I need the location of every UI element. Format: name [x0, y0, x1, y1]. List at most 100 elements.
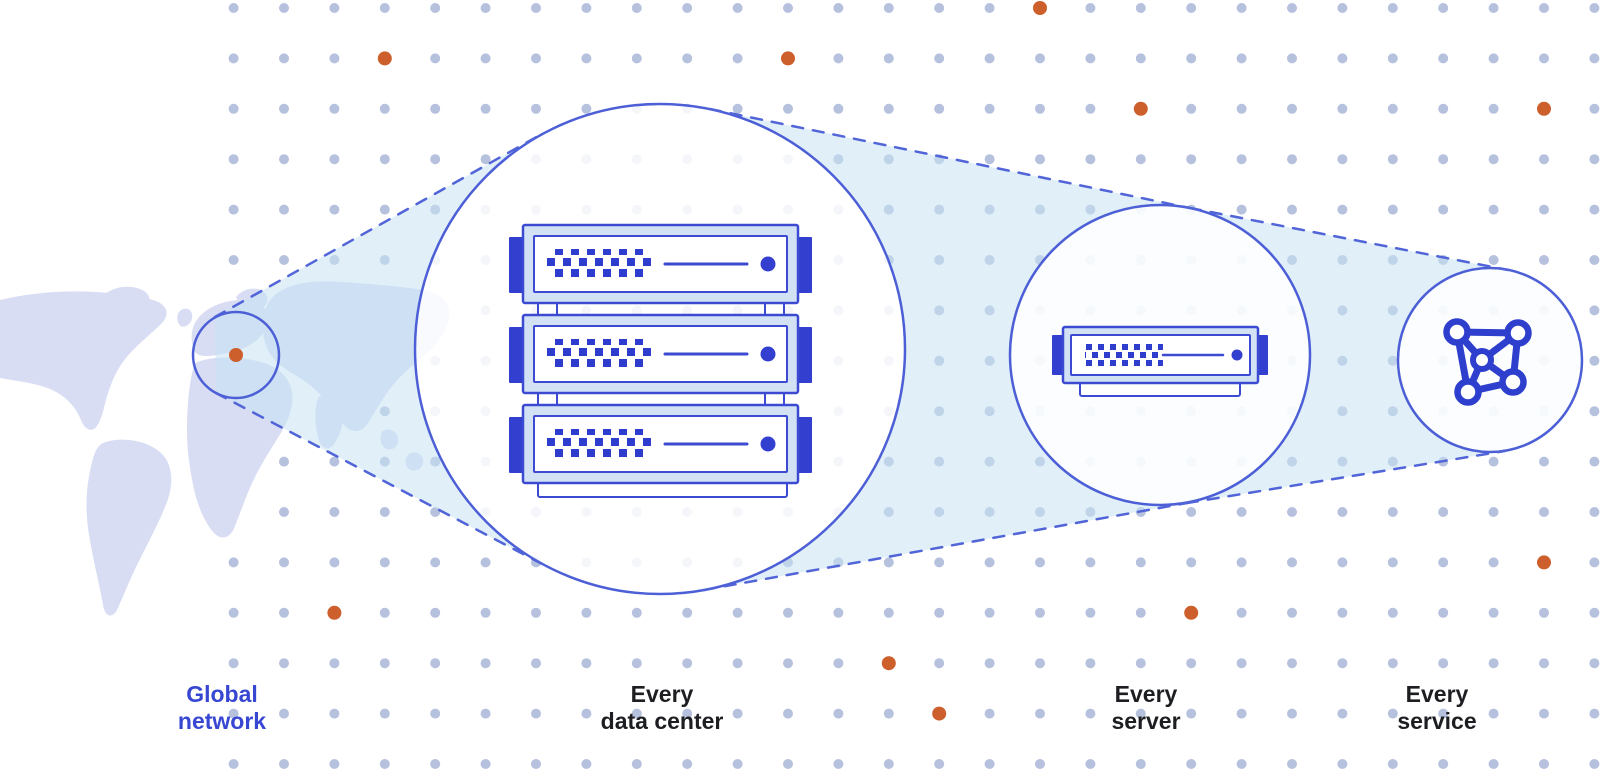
grid-dot — [833, 759, 844, 769]
grid-dot — [1589, 406, 1600, 417]
grid-dot — [581, 3, 592, 13]
grid-dot — [581, 759, 592, 769]
grid-dot — [1337, 759, 1348, 769]
grid-dot — [783, 708, 793, 719]
grid-dot — [430, 708, 441, 719]
grid-dot — [1035, 53, 1045, 64]
grid-dot — [379, 204, 390, 215]
grid-dot — [228, 658, 239, 669]
dashed-line-lower-3 — [1185, 449, 1507, 505]
grid-dot — [1236, 607, 1247, 618]
grid-dot — [279, 103, 289, 114]
grid-dot — [1589, 204, 1600, 215]
grid-dot — [1085, 557, 1096, 568]
grid-dot — [1589, 557, 1600, 568]
grid-dot — [682, 607, 693, 618]
grid-dot — [934, 3, 945, 13]
grid-dot — [883, 53, 894, 64]
grid-dot — [1589, 305, 1600, 316]
orange-grid-dot — [932, 706, 947, 721]
grid-dot — [1589, 658, 1600, 669]
orange-grid-dot — [1033, 1, 1047, 15]
grid-dot — [1035, 607, 1045, 618]
grid-dot — [1085, 53, 1096, 64]
grid-dot — [1135, 154, 1146, 165]
single-server-icon — [1052, 325, 1268, 397]
grid-dot — [732, 103, 743, 114]
dashed-line-lower-1 — [214, 391, 548, 568]
stage-label-every-data-center: Every data center — [601, 681, 724, 735]
grid-dot — [1035, 557, 1045, 568]
grid-dot — [1438, 708, 1449, 719]
grid-dot — [1387, 507, 1398, 517]
grid-dot — [1135, 607, 1146, 618]
grid-dot — [732, 3, 743, 13]
grid-dot — [279, 154, 289, 165]
grid-dot — [379, 759, 390, 769]
stage-label-line: Every — [630, 681, 694, 707]
grid-dot — [279, 3, 289, 13]
grid-dot — [732, 53, 743, 64]
grid-dot — [1539, 255, 1549, 265]
grid-dot — [1186, 658, 1197, 669]
grid-dot — [480, 557, 491, 568]
grid-dot — [430, 507, 441, 517]
grid-dot — [682, 759, 693, 769]
grid-dot — [1287, 507, 1297, 517]
grid-dot — [1589, 759, 1600, 769]
grid-dot — [1438, 154, 1449, 165]
grid-dot — [228, 53, 239, 64]
grid-dot — [783, 607, 793, 618]
grid-dot — [480, 607, 491, 618]
server-rack-icon — [507, 223, 814, 498]
grid-dot — [531, 607, 541, 618]
grid-dot — [531, 658, 541, 669]
grid-dot — [1287, 154, 1297, 165]
grid-dot — [228, 708, 239, 719]
grid-dot — [1085, 708, 1096, 719]
grid-dot — [833, 103, 844, 114]
grid-dot — [1539, 507, 1549, 517]
grid-dot — [329, 557, 340, 568]
grid-dot — [379, 708, 390, 719]
stage-label-line: Every — [1405, 681, 1469, 707]
grid-dot — [228, 255, 239, 265]
grid-dot — [1589, 507, 1600, 517]
grid-dot — [1135, 53, 1146, 64]
grid-dot — [1186, 759, 1197, 769]
grid-dot — [1539, 759, 1549, 769]
grid-dot — [228, 103, 239, 114]
grid-dot — [1589, 456, 1600, 467]
grid-dot — [682, 53, 693, 64]
grid-dot — [1135, 3, 1146, 13]
grid-dot — [883, 103, 894, 114]
grid-dot — [1135, 759, 1146, 769]
orange-grid-dot — [1184, 605, 1199, 620]
grid-dot — [1085, 658, 1096, 669]
grid-dot — [480, 53, 491, 64]
grid-dot — [1135, 658, 1146, 669]
grid-dot — [379, 3, 390, 13]
grid-dot — [480, 658, 491, 669]
grid-dot — [1337, 103, 1348, 114]
grid-dot — [1287, 708, 1297, 719]
grid-dot — [1488, 154, 1499, 165]
grid-dot — [379, 507, 390, 517]
grid-dot — [1438, 507, 1449, 517]
stage-label-line: network — [177, 708, 267, 734]
grid-dot — [1539, 708, 1549, 719]
grid-dot — [1186, 53, 1197, 64]
grid-dot — [934, 557, 945, 568]
grid-dot — [1438, 53, 1449, 64]
grid-dot — [1236, 3, 1247, 13]
grid-dot — [984, 557, 995, 568]
grid-dot — [1236, 103, 1247, 114]
grid-dot — [228, 3, 239, 13]
grid-dot — [1438, 658, 1449, 669]
grid-dot — [1438, 759, 1449, 769]
grid-dot — [531, 708, 541, 719]
dashed-line-upper-1 — [213, 133, 542, 319]
grid-dot — [1488, 103, 1499, 114]
grid-dot — [833, 658, 844, 669]
